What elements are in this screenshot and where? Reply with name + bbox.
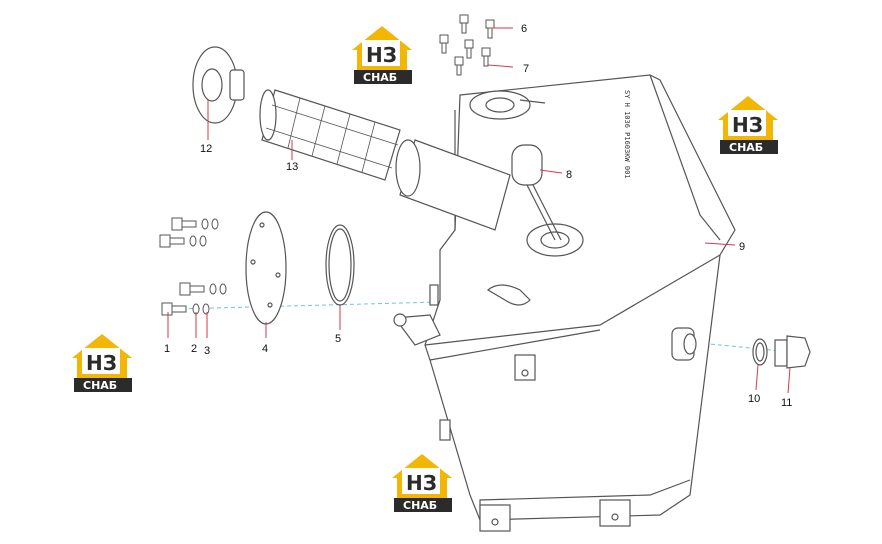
watermark-logo-4: НЗ СНАБ: [392, 454, 452, 512]
bolt-row-2: [159, 234, 207, 248]
callout-10: 10: [748, 393, 760, 405]
watermark-logo-2: НЗ СНАБ: [718, 96, 778, 154]
callout-5: 5: [335, 333, 341, 345]
fuel-tank: [393, 74, 736, 532]
callout-11: 11: [781, 397, 792, 409]
watermark-logo-3: НЗ СНАБ: [72, 334, 132, 392]
callout-9: 9: [739, 241, 745, 253]
gasket-ring: [325, 224, 355, 306]
cover-plate: [245, 211, 287, 325]
callout-3: 3: [204, 345, 210, 357]
breather-cap: [192, 46, 245, 124]
logo-caption: СНАБ: [83, 379, 117, 392]
leader-lines: [167, 27, 791, 394]
logo-letters: НЗ: [406, 471, 437, 495]
callout-7: 7: [523, 63, 529, 75]
logo-letters: НЗ: [86, 351, 117, 375]
suction-strainer: [259, 89, 511, 231]
part-marking: SY H 1036 P1603KW 001: [623, 90, 631, 179]
logo-caption: СНАБ: [363, 71, 397, 84]
bolt-row-4: [161, 302, 210, 316]
callout-2: 2: [191, 343, 197, 355]
callout-1: 1: [164, 343, 170, 355]
bolt-set: [159, 217, 227, 316]
logo-caption: СНАБ: [729, 141, 763, 154]
fuel-level-sender: [469, 90, 562, 241]
bolt-row-1: [171, 217, 219, 231]
callout-12: 12: [200, 143, 212, 155]
drain-plug-assembly: [752, 335, 811, 369]
logo-letters: НЗ: [366, 43, 397, 67]
watermark-logo-1: НЗ СНАБ: [352, 26, 412, 84]
callout-numbers: 1 2 3 4 5 6 7 8 9 10 11 12 13: [164, 23, 792, 409]
callout-8: 8: [566, 169, 572, 181]
callout-13: 13: [286, 161, 298, 173]
callout-4: 4: [262, 343, 268, 355]
bolt-row-3: [179, 282, 227, 296]
callout-6: 6: [521, 23, 527, 35]
small-bolts: [439, 14, 495, 76]
logo-letters: НЗ: [732, 113, 763, 137]
logo-caption: СНАБ: [403, 499, 437, 512]
